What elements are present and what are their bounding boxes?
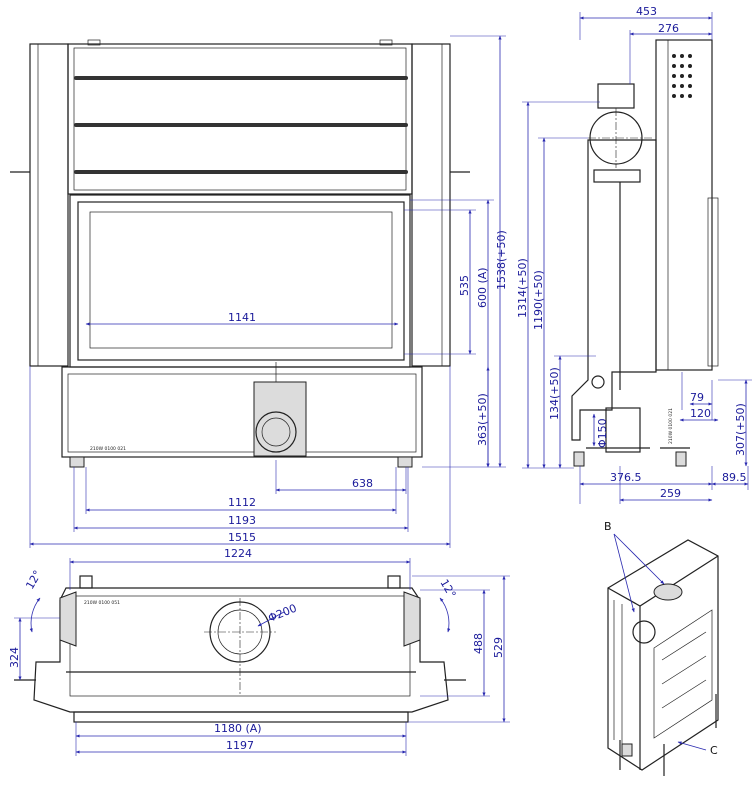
iso-body xyxy=(607,539,719,771)
top-part-code: 210W 0100 051 xyxy=(84,600,120,606)
dim-134: 134(+50) xyxy=(548,367,561,420)
front-base xyxy=(61,366,423,458)
dim-1112: 1112 xyxy=(228,496,256,509)
dim-1180: 1180 (A) xyxy=(214,722,262,735)
top-right-wing xyxy=(403,591,421,647)
front-hood xyxy=(67,43,413,195)
side-body xyxy=(571,139,657,441)
iso-flue-top xyxy=(653,583,683,601)
dim-angle-right: 12° xyxy=(437,577,458,600)
dim-1538: 1538(+50) xyxy=(495,230,508,290)
side-flue-top xyxy=(597,83,635,109)
dim-1193: 1193 xyxy=(228,514,256,527)
side-part-code: 210W 0100 021 xyxy=(668,408,674,444)
flue-circle xyxy=(255,411,297,453)
dim-angle-left: 12° xyxy=(23,568,44,591)
glass-panel xyxy=(89,211,393,349)
dim-1141: 1141 xyxy=(228,311,256,324)
dim-1314: 1314(+50) xyxy=(516,258,529,318)
dim-1224: 1224 xyxy=(224,547,252,560)
front-foot xyxy=(397,456,413,468)
side-view: 210W 0100 021 453 276 1314(+50) 1190(+50… xyxy=(516,5,752,504)
dim-89-5: 89.5 xyxy=(722,471,747,484)
vent-holes xyxy=(672,54,692,98)
front-view: 210W 0100 021 1538(+50) 600 (A) 535 363(… xyxy=(10,35,508,548)
flue-connector xyxy=(253,381,307,457)
label-c: C xyxy=(710,744,718,757)
side-foot xyxy=(573,451,585,467)
top-view: 210W 0100 051 1224 12° 12° 324 488 529 Φ… xyxy=(8,547,510,756)
iso-flue-side xyxy=(632,620,656,644)
door-frame xyxy=(69,194,411,368)
dim-363: 363(+50) xyxy=(476,393,489,446)
isometric-view: B C xyxy=(604,520,719,776)
dim-79: 79 xyxy=(690,391,704,404)
dim-1515: 1515 xyxy=(228,531,256,544)
front-right-pillar xyxy=(411,43,451,367)
top-left-wing xyxy=(59,591,77,647)
dim-phi200: Φ200 xyxy=(266,602,298,625)
dim-307: 307(+50) xyxy=(734,403,747,456)
dim-453: 453 xyxy=(636,5,657,18)
front-part-code: 210W 0100 021 xyxy=(90,446,126,452)
iso-glass xyxy=(653,609,713,739)
dim-259: 259 xyxy=(660,487,681,500)
front-foot xyxy=(69,456,85,468)
label-b: B xyxy=(604,520,612,533)
dim-phi150: Φ150 xyxy=(596,418,609,448)
dim-120: 120 xyxy=(690,407,711,420)
dim-1190: 1190(+50) xyxy=(532,270,545,330)
dim-529: 529 xyxy=(492,637,505,658)
top-outline xyxy=(33,587,449,713)
dim-324: 324 xyxy=(8,647,21,668)
dim-535: 535 xyxy=(458,275,471,296)
dim-638: 638 xyxy=(352,477,373,490)
dim-488: 488 xyxy=(472,633,485,654)
dim-600: 600 (A) xyxy=(476,267,489,308)
side-hood xyxy=(655,39,713,371)
dim-376-5: 376.5 xyxy=(610,471,642,484)
dim-276: 276 xyxy=(658,22,679,35)
side-foot xyxy=(675,451,687,467)
dim-1197: 1197 xyxy=(226,739,254,752)
front-left-pillar xyxy=(29,43,69,367)
